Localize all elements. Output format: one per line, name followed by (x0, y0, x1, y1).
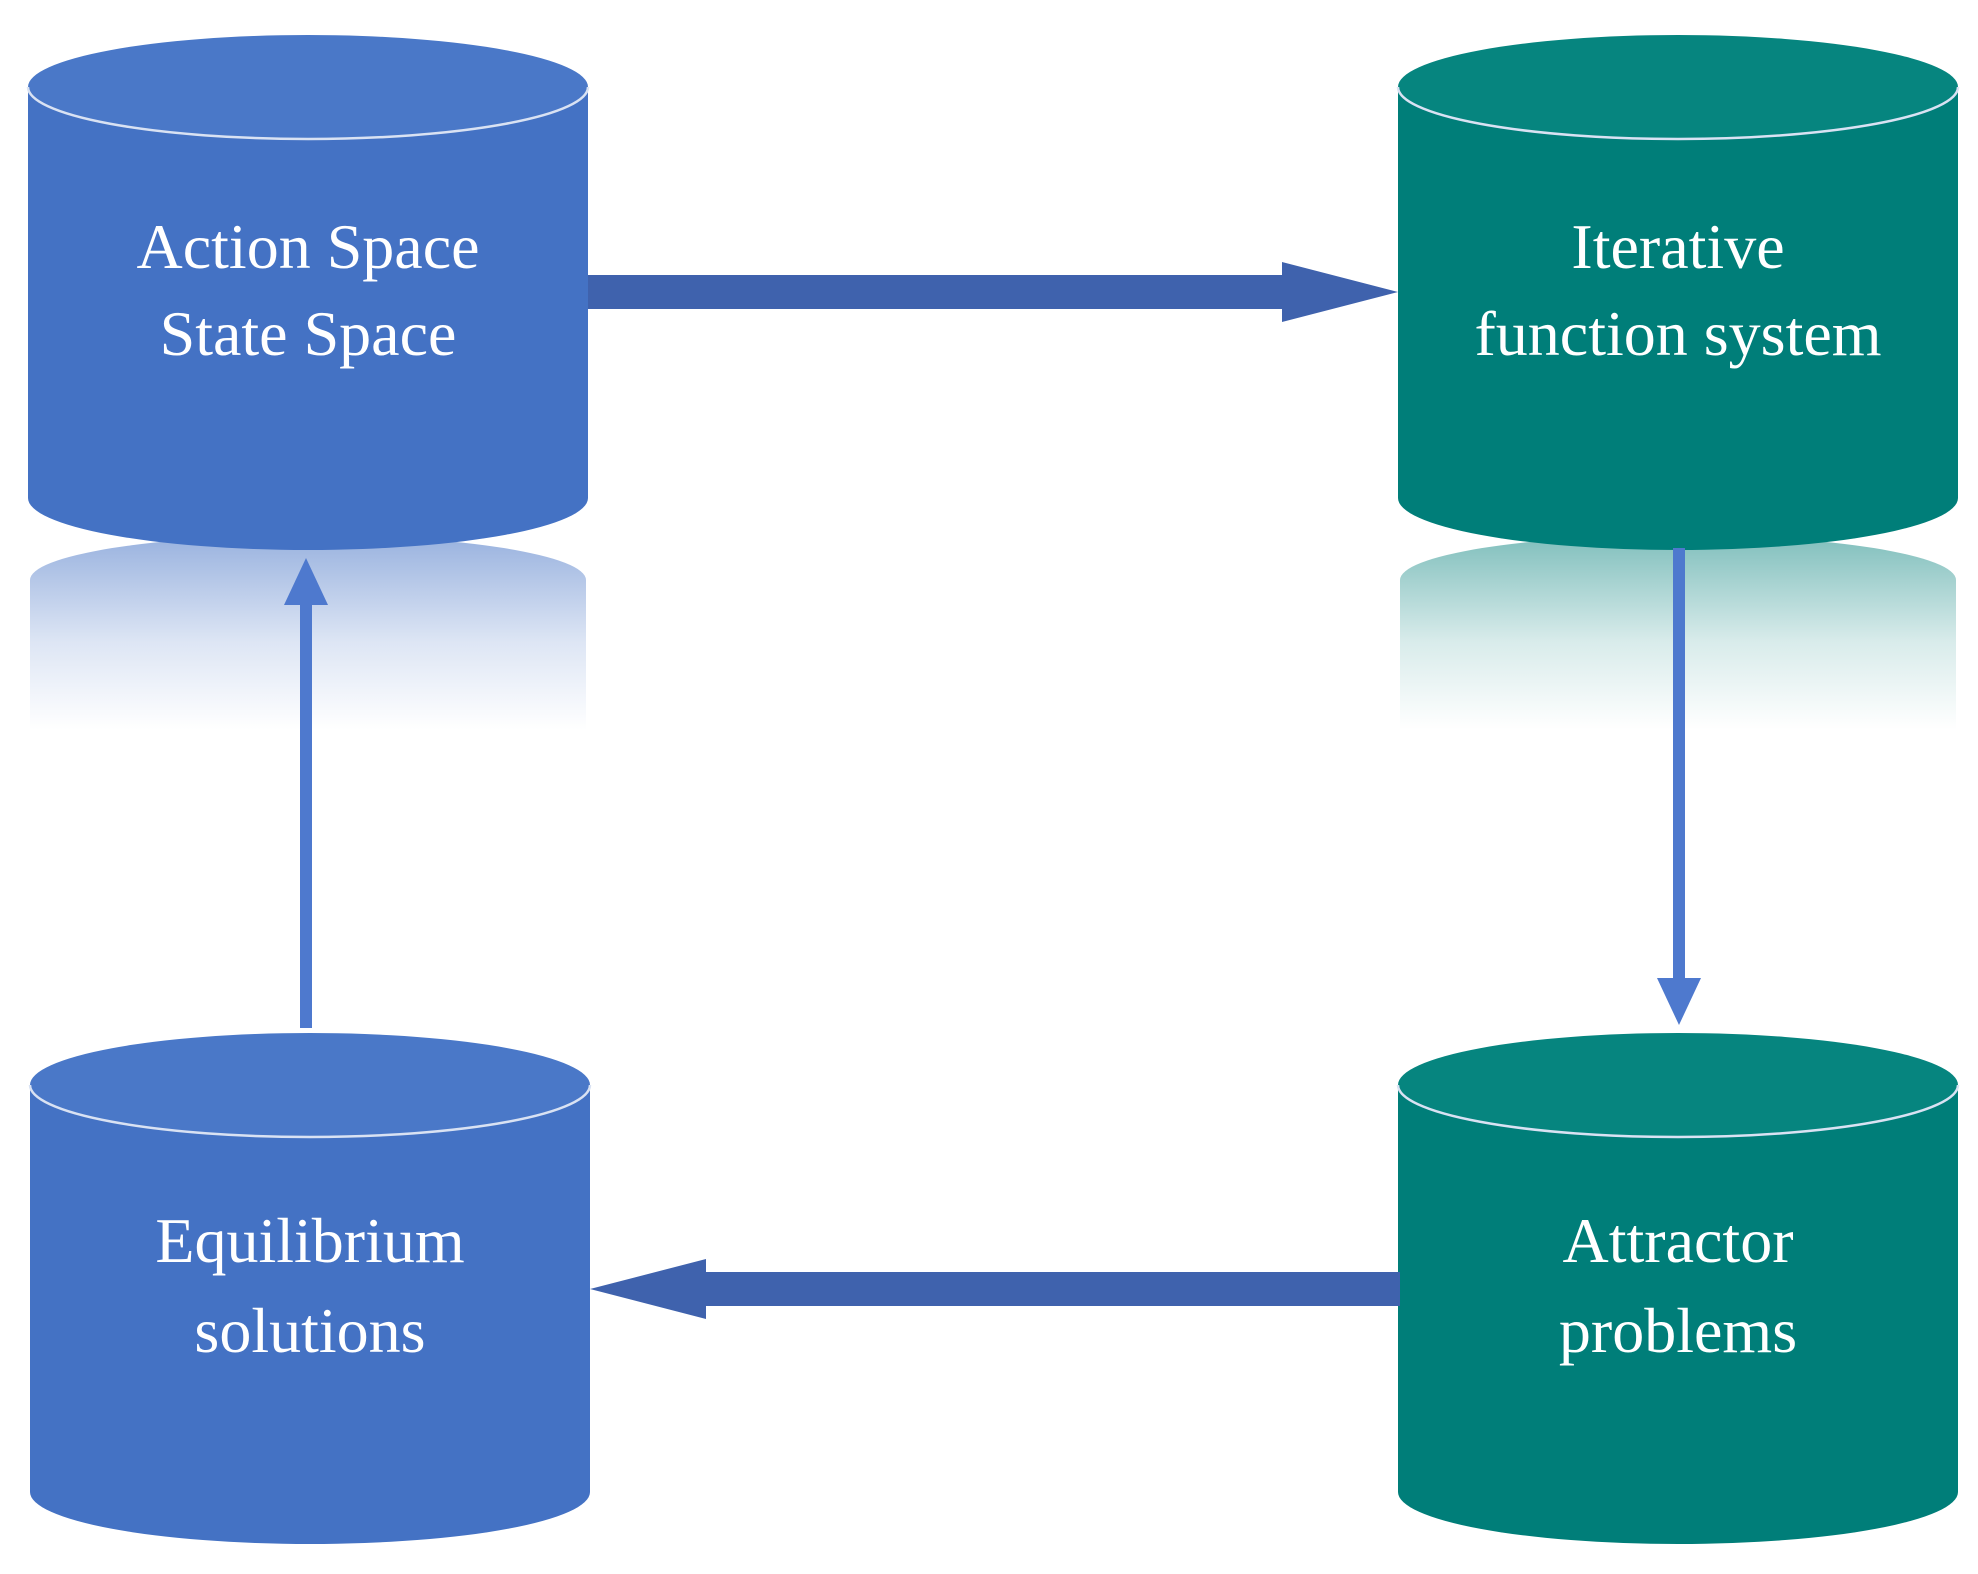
arrow-right-shape (588, 262, 1398, 322)
cylinder-top (28, 35, 588, 139)
cylinder-body (1398, 87, 1958, 550)
arrow-up-head (284, 558, 328, 605)
svg-text:Action Space: Action Space (137, 211, 480, 282)
cylinder-action-state[interactable]: Action Space State Space (26, 35, 590, 550)
cylinder-attractor[interactable]: Attractor problems (1396, 1033, 1960, 1544)
arrow-action-to-iterative (588, 262, 1398, 322)
cylinder-rim (1396, 86, 1960, 141)
cylinder-top (1398, 1033, 1958, 1137)
node-label-line1: Iterative (1571, 211, 1784, 282)
node-label-line2: solutions (194, 1295, 425, 1366)
cylinder-equilibrium[interactable]: Equilibrium solutions (28, 1033, 592, 1544)
arrow-left-shape (590, 1259, 1400, 1319)
svg-text:function system: function system (1474, 298, 1881, 369)
cylinder-body (28, 87, 588, 550)
node-label-line2: problems (1559, 1295, 1797, 1366)
svg-text:Iterative: Iterative (1571, 211, 1784, 282)
svg-text:State Space: State Space (160, 298, 457, 369)
cylinder-rim (26, 86, 590, 141)
node-label-line1: Equilibrium (155, 1205, 464, 1276)
node-label-line1: Attractor (1563, 1205, 1794, 1276)
cylinder-body (30, 1085, 590, 1544)
svg-text:Attractor: Attractor (1563, 1205, 1794, 1276)
arrow-down-head (1657, 978, 1701, 1025)
node-label-line2: State Space (160, 298, 457, 369)
arrow-equilibrium-to-action (284, 558, 328, 1028)
svg-text:problems: problems (1559, 1295, 1797, 1366)
svg-text:Equilibrium: Equilibrium (155, 1205, 464, 1276)
cylinder-top (1398, 35, 1958, 139)
svg-text:solutions: solutions (194, 1295, 425, 1366)
node-label-line2: function system (1474, 298, 1881, 369)
node-label-line1: Action Space (137, 211, 480, 282)
arrow-attractor-to-equilibrium (590, 1259, 1400, 1319)
cylinder-body (1398, 1085, 1958, 1544)
cylinder-top (30, 1033, 590, 1137)
arrow-iterative-to-attractor (1657, 548, 1701, 1025)
cylinder-iterative[interactable]: Iterative function system (1396, 35, 1960, 550)
cylinder-rim (1396, 1084, 1960, 1139)
cylinder-rim (28, 1084, 592, 1139)
